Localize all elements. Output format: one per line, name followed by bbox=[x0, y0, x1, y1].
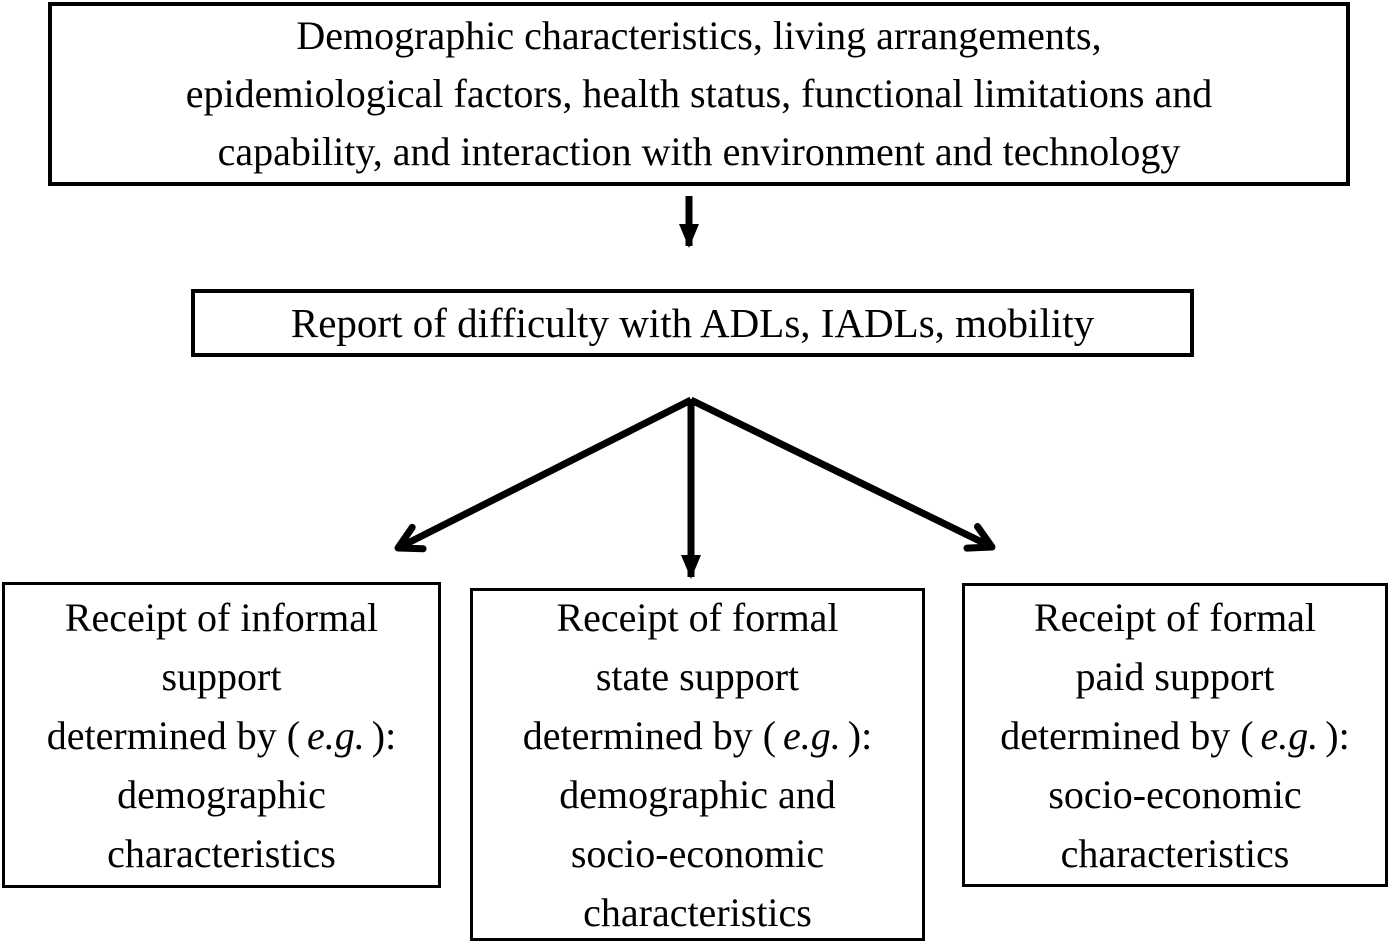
determined-prefix: determined by ( bbox=[46, 712, 301, 758]
arrow-fan-right bbox=[689, 396, 996, 552]
difficulty-report-box: Report of difficulty with ADLs, IADLs, m… bbox=[191, 289, 1194, 357]
formal-state-support-box: Receipt of formal state support determin… bbox=[470, 588, 925, 941]
formal-state-support-text: Receipt of formal state support determin… bbox=[523, 588, 872, 942]
determined-prefix: determined by ( bbox=[522, 712, 777, 758]
eg-abbreviation: e.g. bbox=[783, 712, 841, 758]
informal-support-text: Receipt of informal support determined b… bbox=[47, 588, 396, 883]
determined-suffix: ): bbox=[1325, 712, 1350, 758]
outcome-determined-line: determined by (e.g.): bbox=[1000, 706, 1349, 765]
outcome-details: demographic characteristics bbox=[107, 771, 336, 876]
outcome-details: socio-economic characteristics bbox=[1048, 771, 1302, 876]
determined-prefix: determined by ( bbox=[1000, 712, 1254, 758]
difficulty-report-text: Report of difficulty with ADLs, IADLs, m… bbox=[290, 300, 1095, 346]
determinants-box: Demographic characteristics, living arra… bbox=[48, 2, 1350, 186]
eg-abbreviation: e.g. bbox=[1260, 712, 1319, 758]
determinants-text: Demographic characteristics, living arra… bbox=[185, 13, 1213, 174]
determined-suffix: ): bbox=[371, 712, 397, 758]
outcome-details: demographic and socio-economic character… bbox=[559, 771, 836, 935]
determined-suffix: ): bbox=[847, 712, 873, 758]
outcome-title: Receipt of formal state support bbox=[556, 594, 839, 699]
outcome-title: Receipt of informal support bbox=[64, 594, 379, 699]
outcome-title: Receipt of formal paid support bbox=[1033, 594, 1317, 699]
eg-abbreviation: e.g. bbox=[307, 712, 365, 758]
outcome-determined-line: determined by (e.g.): bbox=[47, 706, 396, 765]
formal-paid-support-box: Receipt of formal paid support determine… bbox=[962, 583, 1388, 887]
arrow-fan-left bbox=[394, 396, 693, 553]
informal-support-box: Receipt of informal support determined b… bbox=[2, 582, 441, 888]
formal-paid-support-text: Receipt of formal paid support determine… bbox=[1000, 588, 1349, 883]
outcome-determined-line: determined by (e.g.): bbox=[523, 706, 872, 765]
